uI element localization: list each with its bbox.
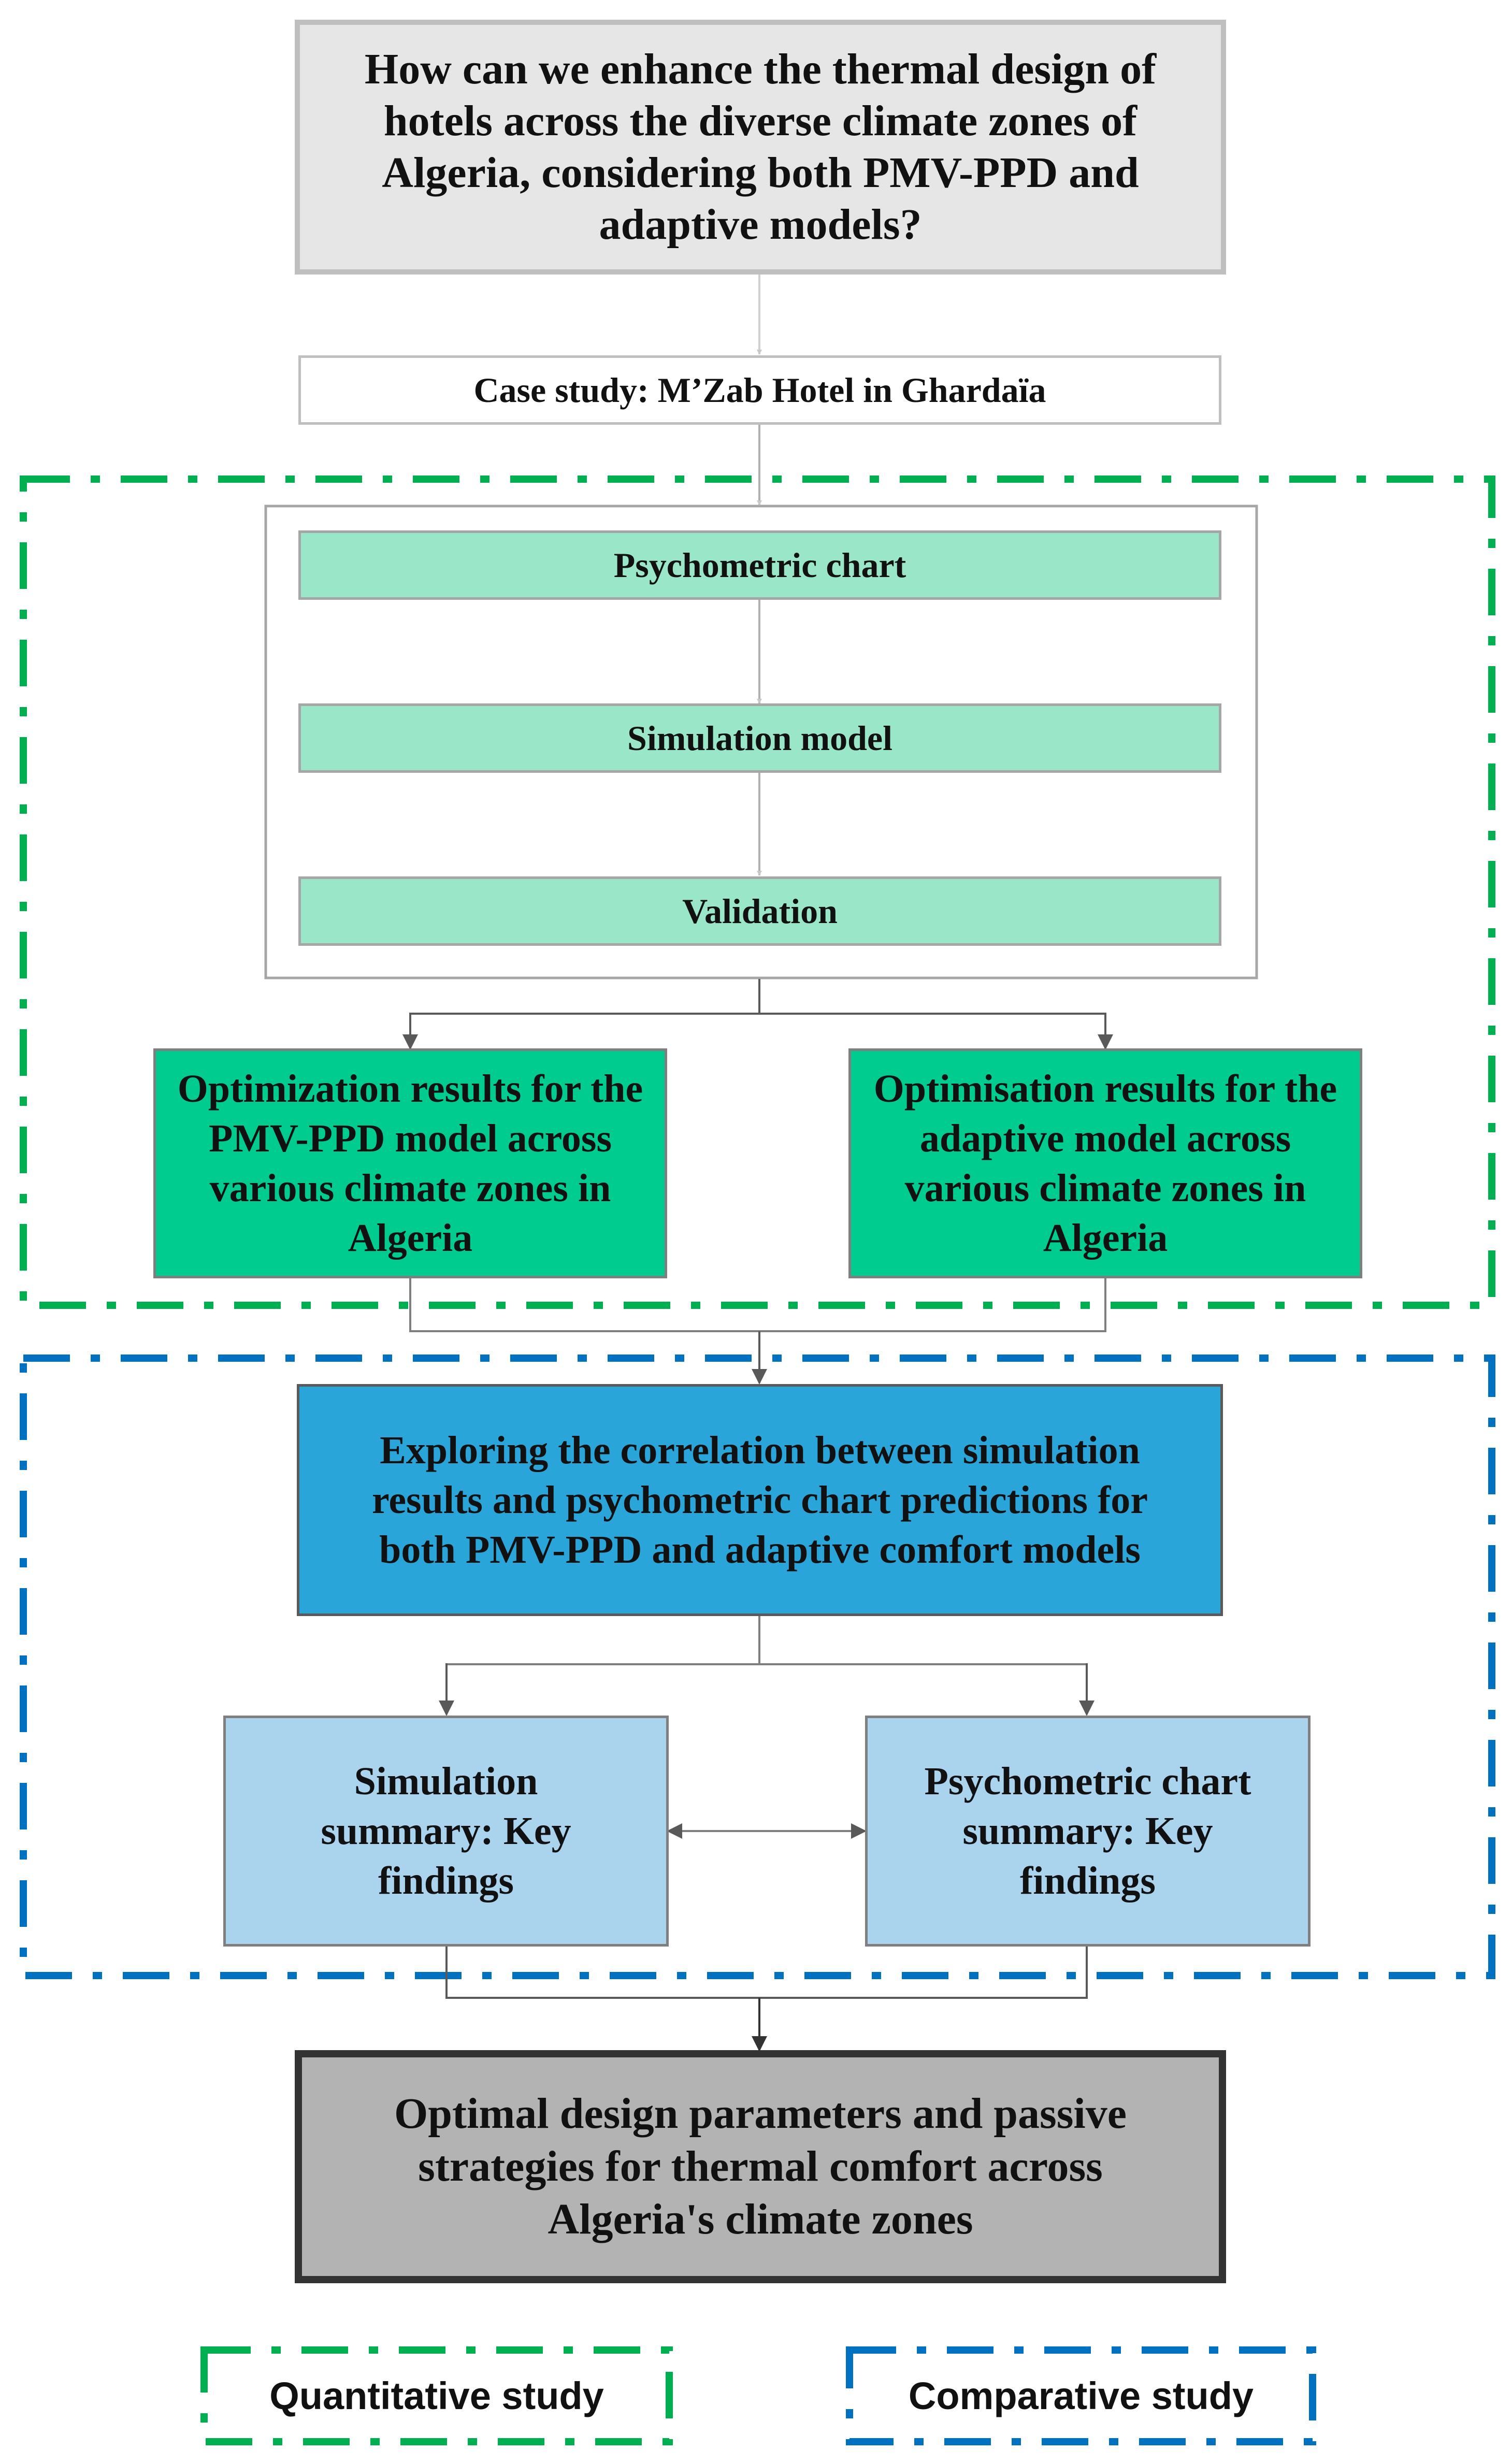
optimal-design-box: Optimal design parameters and passive st… <box>295 2050 1226 2283</box>
connector-split-results <box>410 979 760 1015</box>
psychometric-summary-text: Psychometric chart summary: Key findings <box>924 1760 1251 1903</box>
simulation-summary-text: Simulation summary: Key findings <box>321 1760 571 1903</box>
adaptive-results-box: Optimisation results for the adaptive mo… <box>848 1048 1362 1278</box>
connector-merge-results <box>409 1278 1106 1332</box>
research-question-box: How can we enhance the thermal design of… <box>295 20 1226 275</box>
optimal-design-text: Optimal design parameters and passive st… <box>394 2090 1127 2243</box>
quantitative-study-frame <box>20 475 1495 1309</box>
validation-box: Validation <box>298 876 1221 946</box>
psychometric-chart-text: Psychometric chart <box>613 545 906 585</box>
validation-text: Validation <box>682 891 838 931</box>
comparative-study-frame <box>20 1355 1495 1979</box>
case-study-text: Case study: M’Zab Hotel in Ghardaïa <box>473 370 1046 410</box>
adaptive-results-text: Optimisation results for the adaptive mo… <box>873 1067 1337 1260</box>
simulation-model-text: Simulation model <box>627 718 892 758</box>
psychometric-summary-box: Psychometric chart summary: Key findings <box>865 1716 1311 1947</box>
research-question-text: How can we enhance the thermal design of… <box>364 45 1157 249</box>
legend-quantitative-label: Quantitative study <box>204 2350 669 2442</box>
legend-quantitative-text: Quantitative study <box>269 2374 604 2417</box>
legend-comparative-label: Comparative study <box>849 2350 1313 2442</box>
simulation-model-box: Simulation model <box>298 703 1221 773</box>
connector-split-summaries <box>447 1616 760 1665</box>
legend-quantitative-frame <box>200 2346 673 2445</box>
simulation-summary-box: Simulation summary: Key findings <box>223 1716 669 1947</box>
connector-merge-summaries <box>445 1947 1088 1999</box>
correlation-box: Exploring the correlation between simula… <box>297 1384 1223 1616</box>
legend-comparative-frame <box>846 2346 1316 2445</box>
legend-comparative-text: Comparative study <box>908 2374 1254 2417</box>
case-study-box: Case study: M’Zab Hotel in Ghardaïa <box>298 355 1221 425</box>
psychometric-chart-box: Psychometric chart <box>298 530 1221 600</box>
correlation-text: Exploring the correlation between simula… <box>371 1429 1148 1572</box>
pmv-results-text: Optimization results for the PMV-PPD mod… <box>177 1067 643 1260</box>
methodology-group-frame <box>264 505 1258 979</box>
pmv-results-box: Optimization results for the PMV-PPD mod… <box>153 1048 667 1278</box>
